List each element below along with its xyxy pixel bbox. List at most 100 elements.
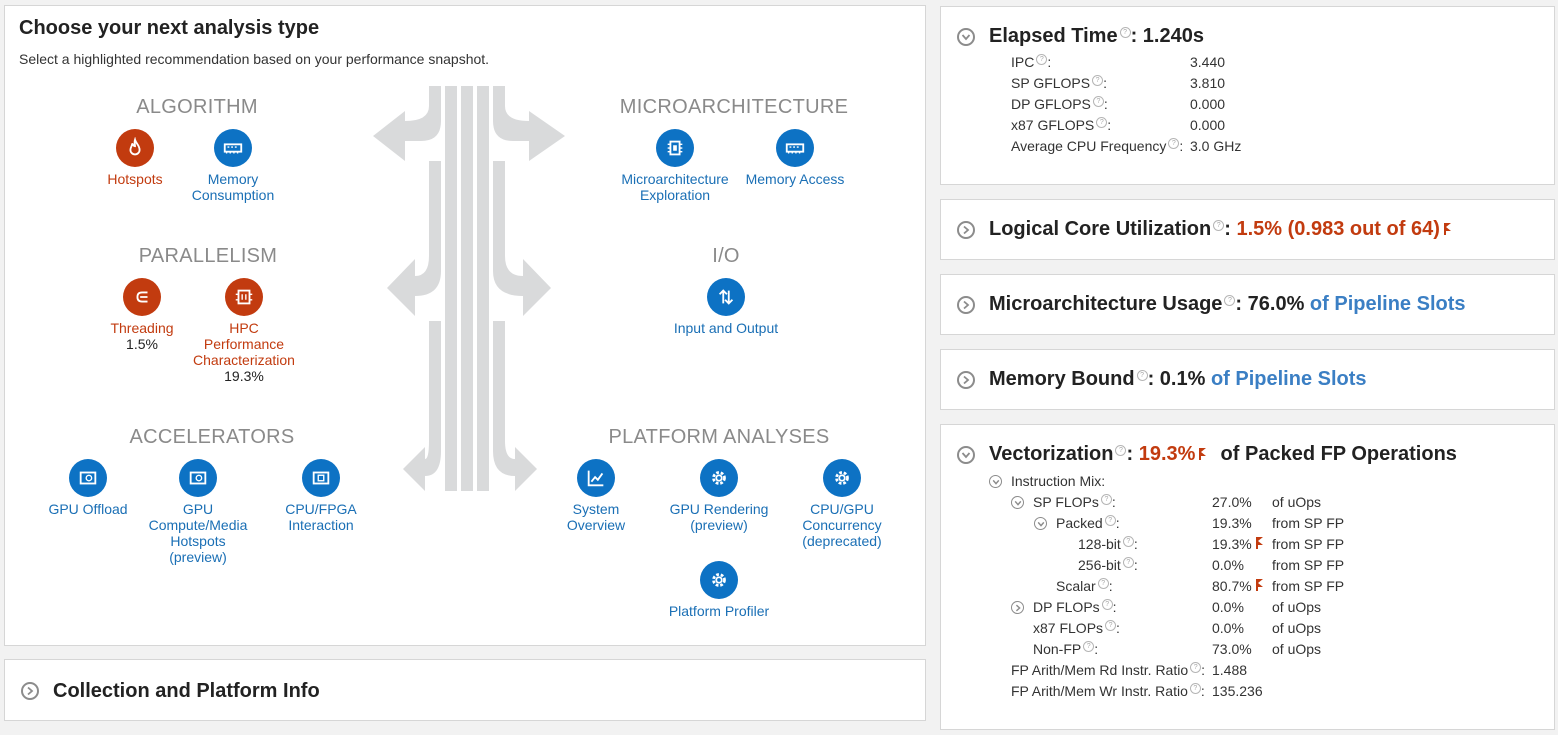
gpu-compute-label-2: Compute/Media xyxy=(148,517,248,533)
cpu-gpu-concurrency-tile[interactable]: CPU/GPU Concurrency (deprecated) xyxy=(772,459,912,549)
packed-label: Packed?: xyxy=(1056,515,1120,531)
vectorization-suffix: of Packed FP Operations xyxy=(1220,443,1457,465)
pipeline-slots-link[interactable]: of Pipeline Slots xyxy=(1309,293,1466,315)
memory-consumption-tile[interactable]: Memory Consumption xyxy=(163,129,303,203)
microarchitecture-usage-section[interactable]: Microarchitecture Usage?: 76.0% of Pipel… xyxy=(940,274,1555,335)
help-icon[interactable]: ? xyxy=(1115,445,1127,457)
category-io: I/O xyxy=(712,245,740,267)
256-bit-unit: from SP FP xyxy=(1272,557,1345,573)
threading-tile[interactable]: Threading 1.5% xyxy=(72,278,212,352)
collapse-chevron-icon[interactable] xyxy=(957,446,975,464)
avg-cpu-frequency-value: 3.0 GHz xyxy=(1190,138,1242,154)
hpc-label-1: HPC xyxy=(229,320,259,336)
help-icon[interactable]: ? xyxy=(1213,220,1225,232)
hpc-label-3: Characterization xyxy=(193,352,295,368)
help-icon[interactable]: ? xyxy=(1224,295,1236,307)
help-icon[interactable]: ? xyxy=(1036,54,1048,66)
pipeline-slots-link[interactable]: of Pipeline Slots xyxy=(1210,368,1367,390)
logical-core-utilization-section[interactable]: Logical Core Utilization?: 1.5% (0.983 o… xyxy=(940,199,1555,260)
ipc-label: IPC?: xyxy=(1011,54,1052,70)
instruction-mix-label: Instruction Mix: xyxy=(1011,473,1106,489)
uops-link[interactable]: of uOps xyxy=(1272,494,1322,510)
memory-bound-title: Memory Bound?: 0.1% of Pipeline Slots xyxy=(989,368,1367,390)
hpc-performance-tile[interactable]: HPC Performance Characterization 19.3% xyxy=(174,278,314,384)
help-icon[interactable]: ? xyxy=(1104,515,1116,527)
cpu-fpga-interaction-tile[interactable]: CPU/FPGA Interaction xyxy=(251,459,391,533)
input-output-tile[interactable]: Input and Output xyxy=(656,278,796,336)
256-bit-label: 256-bit?: xyxy=(1078,557,1138,573)
up-down-arrows-icon xyxy=(707,278,745,316)
help-icon[interactable]: ? xyxy=(1083,641,1095,653)
scalar-unit: from SP FP xyxy=(1272,578,1345,594)
help-icon[interactable]: ? xyxy=(1122,557,1134,569)
sp-flops-value: 27.0% xyxy=(1212,494,1252,510)
category-microarchitecture: MICROARCHITECTURE xyxy=(619,96,849,118)
packed-unit: from SP FP xyxy=(1272,515,1345,531)
scalar-value: 80.7% xyxy=(1212,578,1266,594)
threading-value: 1.5% xyxy=(126,336,158,352)
gpu-offload-label: GPU Offload xyxy=(48,501,128,517)
memory-chip-icon xyxy=(776,129,814,167)
collapse-chevron-icon[interactable] xyxy=(957,28,975,46)
help-icon[interactable]: ? xyxy=(1189,683,1201,695)
expand-chevron-icon[interactable] xyxy=(957,371,975,389)
dp-gflops-label: DP GFLOPS?: xyxy=(1011,96,1108,112)
help-icon[interactable]: ? xyxy=(1190,662,1202,674)
microarchitecture-exploration-label-2: Exploration xyxy=(639,187,711,203)
hpc-value: 19.3% xyxy=(224,368,264,384)
hotspots-tile[interactable]: Hotspots xyxy=(65,129,205,187)
collapse-chevron-icon[interactable] xyxy=(1011,496,1024,509)
collection-platform-info-section[interactable]: Collection and Platform Info xyxy=(4,659,926,721)
help-icon[interactable]: ? xyxy=(1100,494,1112,506)
help-icon[interactable]: ? xyxy=(1168,138,1180,150)
help-icon[interactable]: ? xyxy=(1136,370,1148,382)
system-overview-tile[interactable]: System Overview xyxy=(526,459,666,533)
expand-chevron-icon[interactable] xyxy=(957,221,975,239)
gpu-offload-tile[interactable]: GPU Offload xyxy=(18,459,158,517)
x87-flops-label: x87 FLOPs?: xyxy=(1033,620,1120,636)
ipc-value: 3.440 xyxy=(1190,54,1226,70)
memory-consumption-label-1: Memory xyxy=(207,171,259,187)
chip-icon xyxy=(225,278,263,316)
x87-gflops-label: x87 GFLOPS?: xyxy=(1011,117,1112,133)
platform-profiler-tile[interactable]: Platform Profiler xyxy=(649,561,789,619)
warning-flag-icon xyxy=(1199,448,1209,460)
uops-link[interactable]: of uOps xyxy=(1272,599,1322,615)
memory-access-tile[interactable]: Memory Access xyxy=(725,129,865,187)
fp-arith-mem-rd-value: 1.488 xyxy=(1212,662,1248,678)
help-icon[interactable]: ? xyxy=(1096,117,1108,129)
input-output-label: Input and Output xyxy=(673,320,779,336)
collapse-chevron-icon[interactable] xyxy=(989,475,1002,488)
fp-arith-mem-rd-label: FP Arith/Mem Rd Instr. Ratio?: xyxy=(1011,662,1206,678)
128-bit-value: 19.3% xyxy=(1212,536,1266,552)
cpu-gpu-label-3: (deprecated) xyxy=(802,533,882,549)
gpu-rendering-tile[interactable]: GPU Rendering (preview) xyxy=(649,459,789,533)
sp-flops-label: SP FLOPs?: xyxy=(1033,494,1116,510)
memory-bound-value: 0.1% xyxy=(1159,368,1206,390)
uops-link[interactable]: of uOps xyxy=(1272,641,1322,657)
help-icon[interactable]: ? xyxy=(1097,578,1109,590)
help-icon[interactable]: ? xyxy=(1122,536,1134,548)
collapse-chevron-icon[interactable] xyxy=(1034,517,1047,530)
expand-chevron-icon[interactable] xyxy=(1011,601,1024,614)
gpu-compute-media-hotspots-tile[interactable]: GPU Compute/Media Hotspots (preview) xyxy=(128,459,268,565)
fp-arith-mem-wr-label: FP Arith/Mem Wr Instr. Ratio?: xyxy=(1011,683,1205,699)
expand-chevron-icon[interactable] xyxy=(957,296,975,314)
expand-chevron-icon[interactable] xyxy=(21,682,39,700)
warning-flag-icon xyxy=(1255,579,1266,591)
non-fp-value: 73.0% xyxy=(1212,641,1252,657)
gear-icon xyxy=(700,459,738,497)
help-icon[interactable]: ? xyxy=(1101,599,1113,611)
uops-link[interactable]: of uOps xyxy=(1272,620,1322,636)
elapsed-time-section: Elapsed Time?: 1.240s IPC?: 3.440 SP GFL… xyxy=(940,6,1555,185)
vectorization-section: Vectorization?: 19.3% of Packed FP Opera… xyxy=(940,424,1555,730)
elapsed-time-value: : 1.240s xyxy=(1130,25,1204,47)
memory-bound-section[interactable]: Memory Bound?: 0.1% of Pipeline Slots xyxy=(940,349,1555,410)
system-overview-label-2: Overview xyxy=(566,517,626,533)
help-icon[interactable]: ? xyxy=(1092,75,1104,87)
microarchitecture-exploration-tile[interactable]: Microarchitecture Exploration xyxy=(605,129,745,203)
help-icon[interactable]: ? xyxy=(1105,620,1117,632)
help-icon[interactable]: ? xyxy=(1119,27,1131,39)
gpu-rendering-label-2: (preview) xyxy=(690,517,748,533)
help-icon[interactable]: ? xyxy=(1092,96,1104,108)
